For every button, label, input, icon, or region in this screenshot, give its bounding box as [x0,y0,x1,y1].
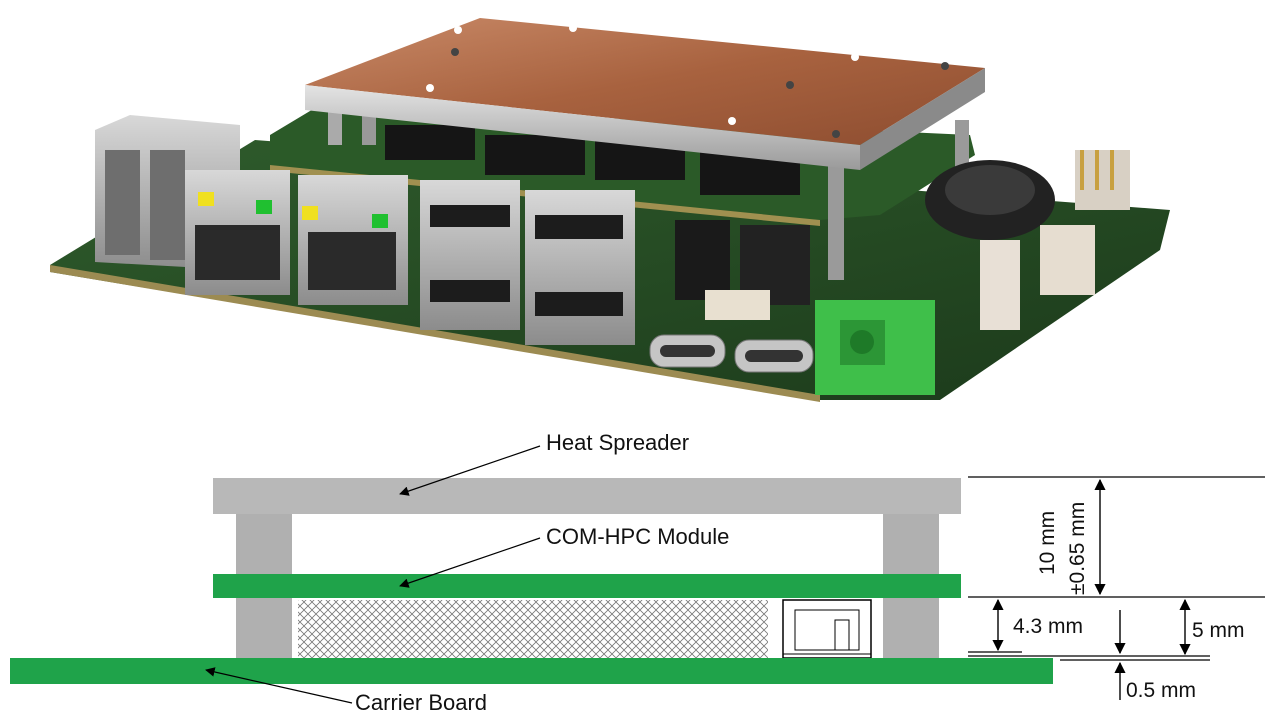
heat-spreader-label: Heat Spreader [546,430,689,455]
heat-spreader-leader [399,445,541,496]
offset-label: 0.5 mm [1126,679,1196,702]
heat-spreader-3d [305,18,985,170]
usb-c-ports-3d [649,334,814,373]
standoff-upper-left [236,514,292,574]
usb-a-ports-3d [420,180,635,345]
module-leader [399,537,541,588]
power-terminal-3d [815,300,935,395]
ethernet-jacks-3d [185,170,408,305]
total-height-label-2: ±0.65 mm [1066,502,1089,595]
connector-mesh [298,600,768,658]
connector-height-label: 4.3 mm [1013,615,1083,638]
carrier-board [10,658,1053,684]
standoff-lower-right [883,598,939,658]
rtc-battery-3d [925,160,1055,240]
carrier-leader [205,667,353,704]
standoff-upper-right [883,514,939,574]
dimension-guides [968,476,1265,661]
carrier-board-label: Carrier Board [355,690,487,715]
misc-connectors-3d [675,150,1130,330]
heat-spreader [213,478,961,514]
board-rendering [50,18,1170,402]
stack-diagram: Heat Spreader COM-HPC Module Carrier Boa… [10,430,1265,715]
com-hpc-module-label: COM-HPC Module [546,524,729,549]
standoff-lower-left [236,598,292,658]
stack-height-label: 5 mm [1192,619,1245,642]
connector-profile [782,599,872,659]
total-height-label-1: 10 mm [1036,511,1059,575]
com-hpc-module [213,574,961,598]
